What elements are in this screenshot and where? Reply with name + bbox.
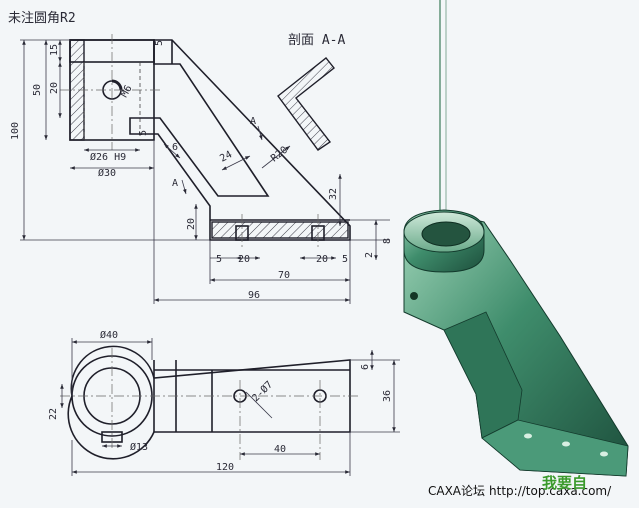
render-hole-3 (600, 451, 608, 457)
dim-5-top: 5 (154, 40, 165, 46)
dim-5-mid: 5 (138, 130, 149, 136)
dim-24: 24 (218, 149, 234, 164)
arm-outline (129, 39, 351, 241)
render-bore (421, 221, 471, 247)
forum-name: CAXA论坛 (428, 484, 486, 498)
section-marker-a-top: A (250, 116, 256, 127)
dim-70: 70 (278, 270, 290, 281)
dim-20-low: 20 (186, 218, 197, 230)
dim-phi26: Ø26 H9 (90, 151, 126, 163)
section-marker-a-bottom: A (172, 178, 178, 189)
render-m6-hole (410, 292, 418, 300)
dim-20-b2: 20 (316, 254, 328, 265)
dim-36: 36 (382, 390, 393, 402)
top-outline (67, 345, 351, 460)
front-view: 未注圆角R2 5 15 50 20 100 M6 5 6 24 R20 Ø26 … (8, 11, 393, 304)
dim-holes: 2-Ø7 (250, 379, 276, 405)
dim-8: 8 (382, 238, 393, 244)
dim-phi40: Ø40 (100, 329, 118, 341)
dim-40: 40 (274, 444, 286, 455)
dim-r20: R20 (269, 145, 290, 165)
dim-phi30: Ø30 (98, 167, 116, 179)
dim-100: 100 (10, 122, 21, 140)
dim-20-left: 20 (49, 82, 60, 94)
dim-22: 22 (48, 408, 59, 420)
label-m6: M6 (119, 84, 135, 100)
dim-6-top: 6 (360, 364, 371, 370)
section-label: 剖面 A-A (288, 33, 345, 48)
render-hole-1 (524, 433, 532, 439)
dim-96: 96 (248, 290, 260, 301)
section-profile (277, 57, 335, 151)
dim-2: 2 (364, 252, 375, 258)
isometric-render (403, 209, 629, 477)
dim-120: 120 (216, 462, 234, 473)
dim-5-b2: 5 (342, 254, 348, 265)
render-hole-2 (562, 441, 570, 447)
dim-50: 50 (32, 84, 43, 96)
base-hatch (211, 221, 349, 239)
forum-url[interactable]: http://top.caxa.com/ (489, 484, 612, 498)
dim-15: 15 (49, 44, 60, 56)
watermark-logo: 我要自 (542, 474, 588, 492)
title-note: 未注圆角R2 (8, 11, 76, 26)
top-view: Ø40 6 22 2-Ø7 36 Ø13 40 120 (48, 329, 400, 476)
dim-20-b1: 20 (238, 254, 250, 265)
dim-32: 32 (328, 188, 339, 200)
section-a-a: 剖面 A-A (277, 33, 345, 151)
dim-5-b1: 5 (216, 254, 222, 265)
dim-phi13: Ø13 (130, 441, 148, 453)
dim-6: 6 (172, 142, 178, 153)
